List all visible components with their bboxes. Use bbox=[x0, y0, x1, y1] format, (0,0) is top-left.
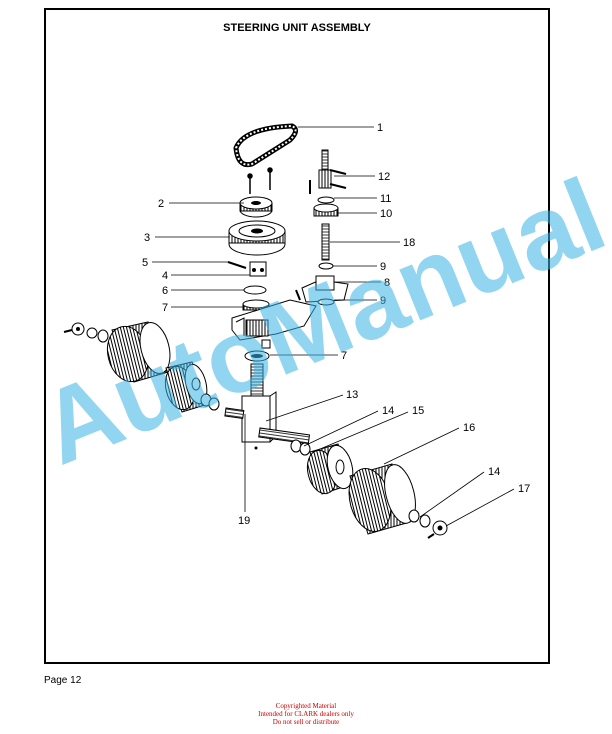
leader-lines bbox=[152, 126, 515, 527]
callout-11: 11 bbox=[380, 193, 391, 205]
copyright-line-3: Do not sell or distribute bbox=[272, 718, 340, 726]
callout-5: 5 bbox=[142, 257, 148, 269]
left-wheel-assembly bbox=[63, 321, 220, 413]
copyright-notice: Copyrighted Material Intended for CLARK … bbox=[0, 702, 612, 726]
callout-19: 19 bbox=[238, 515, 250, 527]
callout-7-lower: 7 bbox=[341, 350, 347, 362]
callout-13: 13 bbox=[346, 389, 358, 401]
callout-1: 1 bbox=[377, 122, 383, 134]
belt bbox=[233, 123, 298, 168]
callout-6: 6 bbox=[162, 285, 168, 297]
callout-8: 8 bbox=[384, 277, 390, 289]
mounting-bracket bbox=[231, 299, 317, 349]
callout-18: 18 bbox=[403, 237, 415, 249]
callout-14-upper: 14 bbox=[382, 405, 394, 417]
large-pulley bbox=[228, 220, 286, 256]
page-number: Page 12 bbox=[44, 675, 82, 686]
copyright-line-2: Intended for CLARK dealers only bbox=[258, 710, 354, 718]
pin-and-hub bbox=[227, 261, 267, 277]
bearing-lower bbox=[244, 350, 270, 362]
callout-16: 16 bbox=[463, 422, 475, 434]
callout-4: 4 bbox=[162, 270, 168, 282]
screws bbox=[247, 167, 273, 194]
pinion-shaft-parts bbox=[295, 149, 349, 306]
right-wheel-assembly bbox=[290, 439, 448, 539]
callout-3: 3 bbox=[144, 232, 150, 244]
callout-2: 2 bbox=[158, 198, 164, 210]
copyright-line-1: Copyrighted Material bbox=[275, 702, 337, 710]
callout-15: 15 bbox=[412, 405, 424, 417]
callout-17: 17 bbox=[518, 483, 530, 495]
page-title: STEERING UNIT ASSEMBLY bbox=[223, 22, 371, 34]
callout-labels: 1 2 3 5 4 6 7 7 12 11 10 18 9 8 9 13 14 … bbox=[142, 122, 530, 527]
callout-10: 10 bbox=[380, 208, 392, 220]
callout-7-upper: 7 bbox=[162, 302, 168, 314]
callout-9-lower: 9 bbox=[380, 295, 386, 307]
pulley-hub bbox=[239, 196, 273, 218]
callout-9-upper: 9 bbox=[380, 261, 386, 273]
callout-14-lower: 14 bbox=[488, 466, 500, 478]
page-frame bbox=[44, 8, 550, 664]
callout-12: 12 bbox=[378, 171, 390, 183]
